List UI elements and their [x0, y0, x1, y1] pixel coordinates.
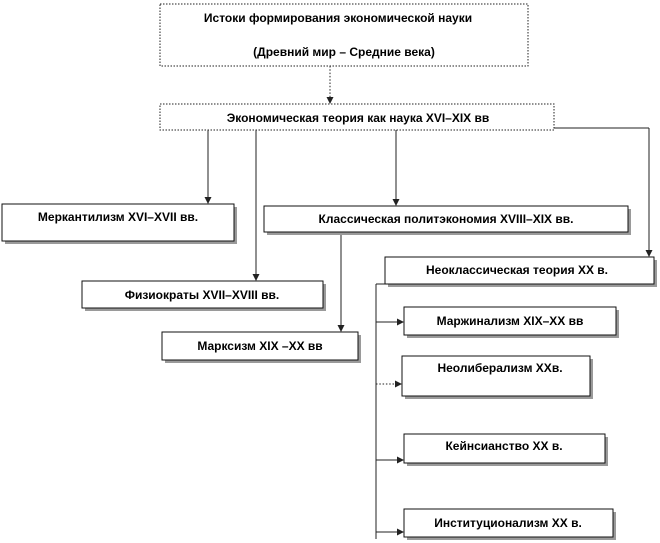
- economic-theory-label: Экономическая теория как наука XVI–XIX в…: [227, 111, 490, 125]
- keynesianism-box: Кейнсианство XX в.: [403, 433, 608, 466]
- keynesianism-label: Кейнсианство XX в.: [445, 439, 562, 453]
- connectors: [204, 66, 653, 539]
- arrowhead-marxism: [337, 325, 345, 332]
- neoclassical-box: Неоклассическая теория XX в.: [384, 256, 657, 287]
- arrowhead-marginalism: [397, 318, 404, 326]
- mercantilism-box: Меркантилизм XVI–XVII вв.: [1, 203, 237, 244]
- neoliberalism-box: Неолиберализм XXв.: [401, 355, 593, 399]
- physiocrats-label: Физиократы XVII–XVIII вв.: [125, 288, 280, 302]
- institutionalism-box: Институционализм XX в.: [403, 508, 616, 540]
- arrowhead-institutionalism: [397, 528, 404, 536]
- institutionalism-label: Институционализм XX в.: [434, 516, 582, 530]
- economic-theory-box: Экономическая теория как наука XVI–XIX в…: [159, 103, 555, 131]
- arrowhead-mercantilism: [204, 197, 212, 204]
- sources-title-line2: (Древний мир – Средние века): [253, 45, 435, 59]
- arrowhead-neoliberalism: [395, 380, 402, 388]
- neoclassical-label: Неоклассическая теория XX в.: [426, 263, 608, 277]
- arrowhead-classical: [392, 199, 400, 206]
- marginalism-label: Маржинализм XIX–XX вв: [437, 314, 584, 328]
- arrowhead-theory: [326, 97, 334, 104]
- marginalism-box: Маржинализм XIX–XX вв: [403, 306, 619, 338]
- marxism-box: Марксизм XIX –XX вв: [161, 331, 361, 363]
- arrowhead-physiocrats: [252, 274, 260, 281]
- arrowhead-keynesianism: [397, 456, 404, 464]
- sources-box: Истоки формирования экономической науки …: [159, 3, 529, 67]
- sources-title-line1: Истоки формирования экономической науки: [204, 11, 472, 25]
- arrowhead-neoclassical: [645, 250, 653, 257]
- marxism-label: Марксизм XIX –XX вв: [197, 339, 322, 353]
- classical-label: Классическая политэкономия XVIII–XIX вв.: [319, 212, 574, 226]
- classical-box: Классическая политэкономия XVIII–XIX вв.: [263, 205, 631, 235]
- neoliberalism-label: Неолиберализм XXв.: [437, 361, 562, 375]
- physiocrats-box: Физиократы XVII–XVIII вв.: [81, 280, 326, 311]
- mercantilism-label: Меркантилизм XVI–XVII вв.: [38, 210, 198, 224]
